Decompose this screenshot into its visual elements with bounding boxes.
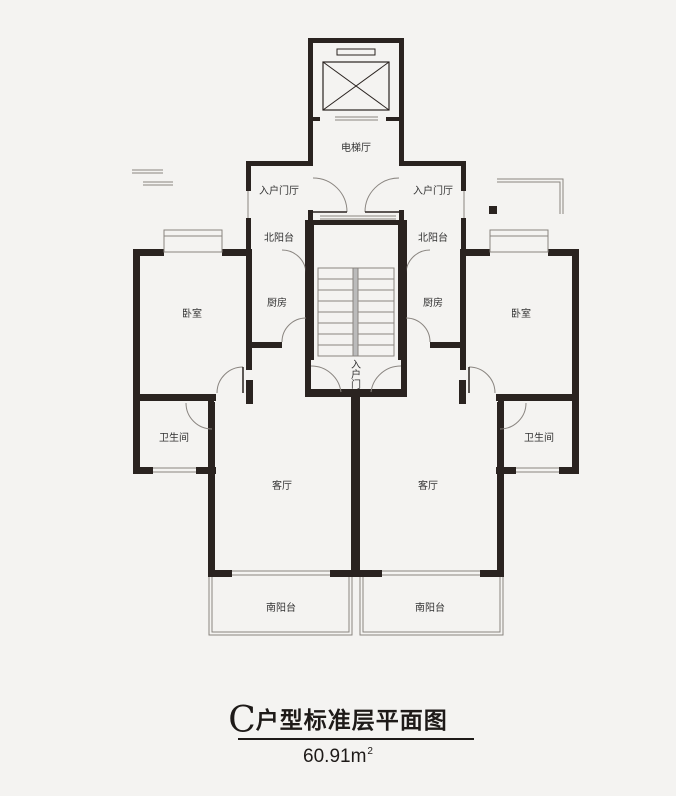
room-label-south-balcony-right: 南阳台 bbox=[415, 601, 445, 614]
room-label-kitchen-left: 厨房 bbox=[267, 296, 287, 309]
room-labels: 电梯厅 入户门厅 入户门厅 北阳台 北阳台 卧室 卧室 厨房 厨房 入 户 门 … bbox=[159, 141, 554, 614]
title-underline bbox=[238, 738, 474, 740]
floor-plan: 电梯厅 入户门厅 入户门厅 北阳台 北阳台 卧室 卧室 厨房 厨房 入 户 门 … bbox=[132, 38, 579, 636]
room-label-elevator-hall: 电梯厅 bbox=[341, 141, 371, 154]
room-label-south-balcony-left: 南阳台 bbox=[266, 601, 296, 614]
room-label-bathroom-right: 卫生间 bbox=[524, 431, 554, 444]
room-label-kitchen-right: 厨房 bbox=[423, 296, 443, 309]
room-label-entry-door-1: 入 bbox=[351, 360, 361, 371]
room-label-entry-hall-left: 入户门厅 bbox=[259, 184, 299, 197]
room-label-living-left: 客厅 bbox=[272, 479, 292, 492]
room-label-north-balcony-right: 北阳台 bbox=[418, 231, 448, 244]
room-label-entry-hall-right: 入户门厅 bbox=[413, 184, 453, 197]
area-value: 60.91m bbox=[303, 746, 367, 767]
room-label-bedroom-right: 卧室 bbox=[511, 307, 531, 320]
room-label-bathroom-left: 卫生间 bbox=[159, 431, 189, 444]
walls bbox=[133, 38, 579, 577]
plan-title-text: 户型标准层平面图 bbox=[255, 707, 448, 734]
room-label-entry-door-3: 门 bbox=[351, 378, 361, 391]
room-label-bedroom-left: 卧室 bbox=[182, 307, 202, 320]
room-label-north-balcony-left: 北阳台 bbox=[264, 231, 294, 244]
plan-title: C户型标准层平面图 bbox=[0, 700, 676, 741]
plan-type-letter: C bbox=[228, 700, 256, 741]
room-label-living-right: 客厅 bbox=[418, 479, 438, 492]
door-swings bbox=[185, 177, 527, 430]
windows-and-thin-lines bbox=[132, 48, 564, 636]
area-unit-sup: 2 bbox=[367, 746, 373, 757]
plan-area: 60.91m2 bbox=[0, 746, 676, 768]
stairs bbox=[317, 267, 395, 357]
room-label-entry-door-2: 户 bbox=[351, 368, 361, 381]
marker-square bbox=[489, 206, 497, 214]
